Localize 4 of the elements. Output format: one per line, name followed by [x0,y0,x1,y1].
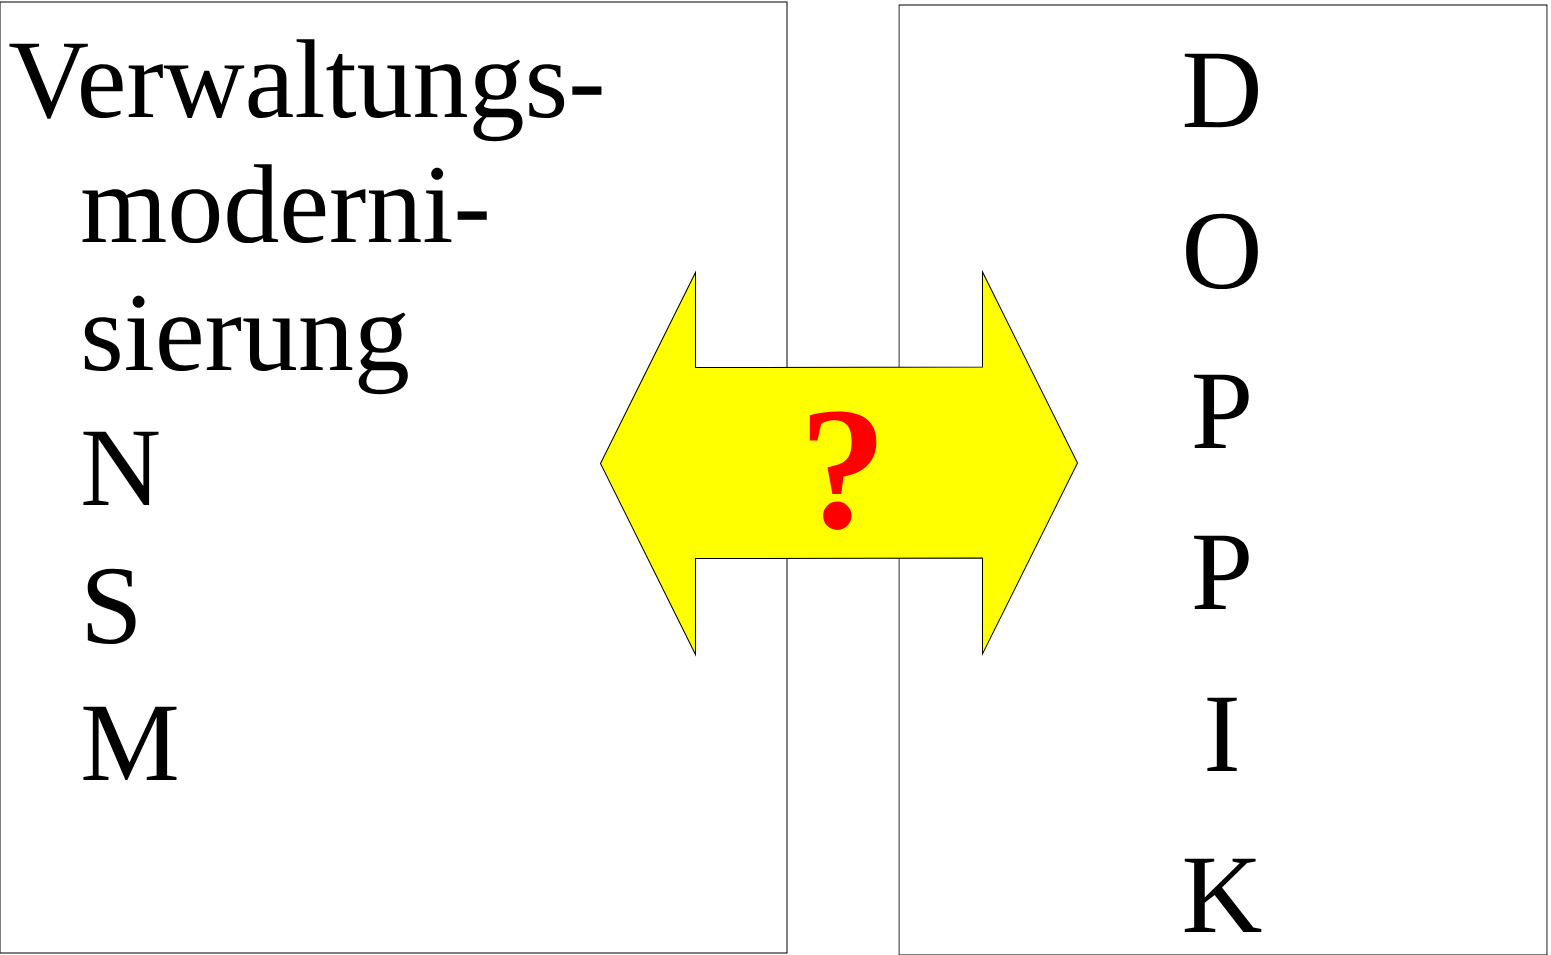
double-arrow [600,271,1078,655]
text-box: Verwaltungs- moderni- sierung N S M [0,1,788,954]
text-box: D O P P I K [898,4,1548,955]
question-mark: ? [809,411,877,530]
